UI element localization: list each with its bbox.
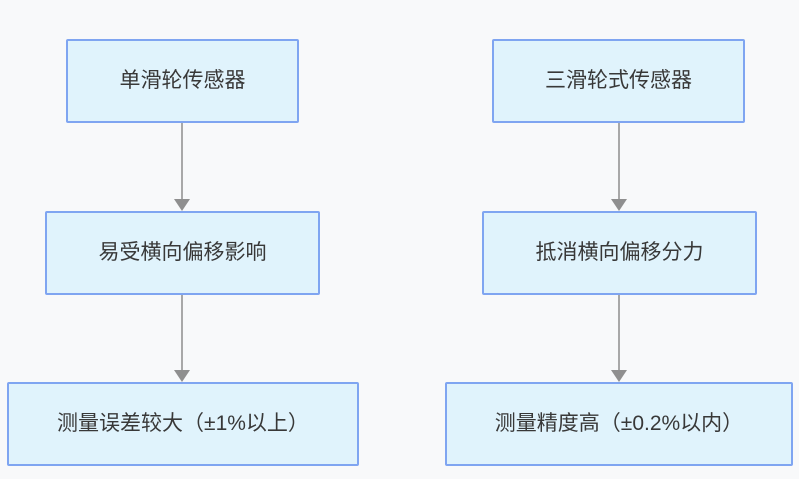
node-three-pulley-sensor: 三滑轮式传感器 [492, 39, 745, 123]
arrowhead-down-icon [611, 370, 627, 382]
connector-arrow-right-1 [611, 123, 627, 211]
connector-arrow-left-1 [174, 123, 190, 211]
connector-arrow-right-2 [611, 295, 627, 382]
node-single-pulley-sensor: 单滑轮传感器 [66, 39, 299, 123]
node-high-measurement-accuracy: 测量精度高（±0.2%以内） [445, 382, 793, 466]
arrow-shaft [618, 295, 620, 371]
arrowhead-down-icon [174, 370, 190, 382]
node-lateral-offset-susceptible: 易受横向偏移影响 [45, 211, 320, 295]
arrow-shaft [618, 123, 620, 200]
connector-arrow-left-2 [174, 295, 190, 382]
arrowhead-down-icon [611, 199, 627, 211]
node-cancel-lateral-force: 抵消横向偏移分力 [482, 211, 757, 295]
node-large-measurement-error: 测量误差较大（±1%以上） [7, 382, 359, 466]
arrow-shaft [181, 295, 183, 371]
arrow-shaft [181, 123, 183, 200]
arrowhead-down-icon [174, 199, 190, 211]
